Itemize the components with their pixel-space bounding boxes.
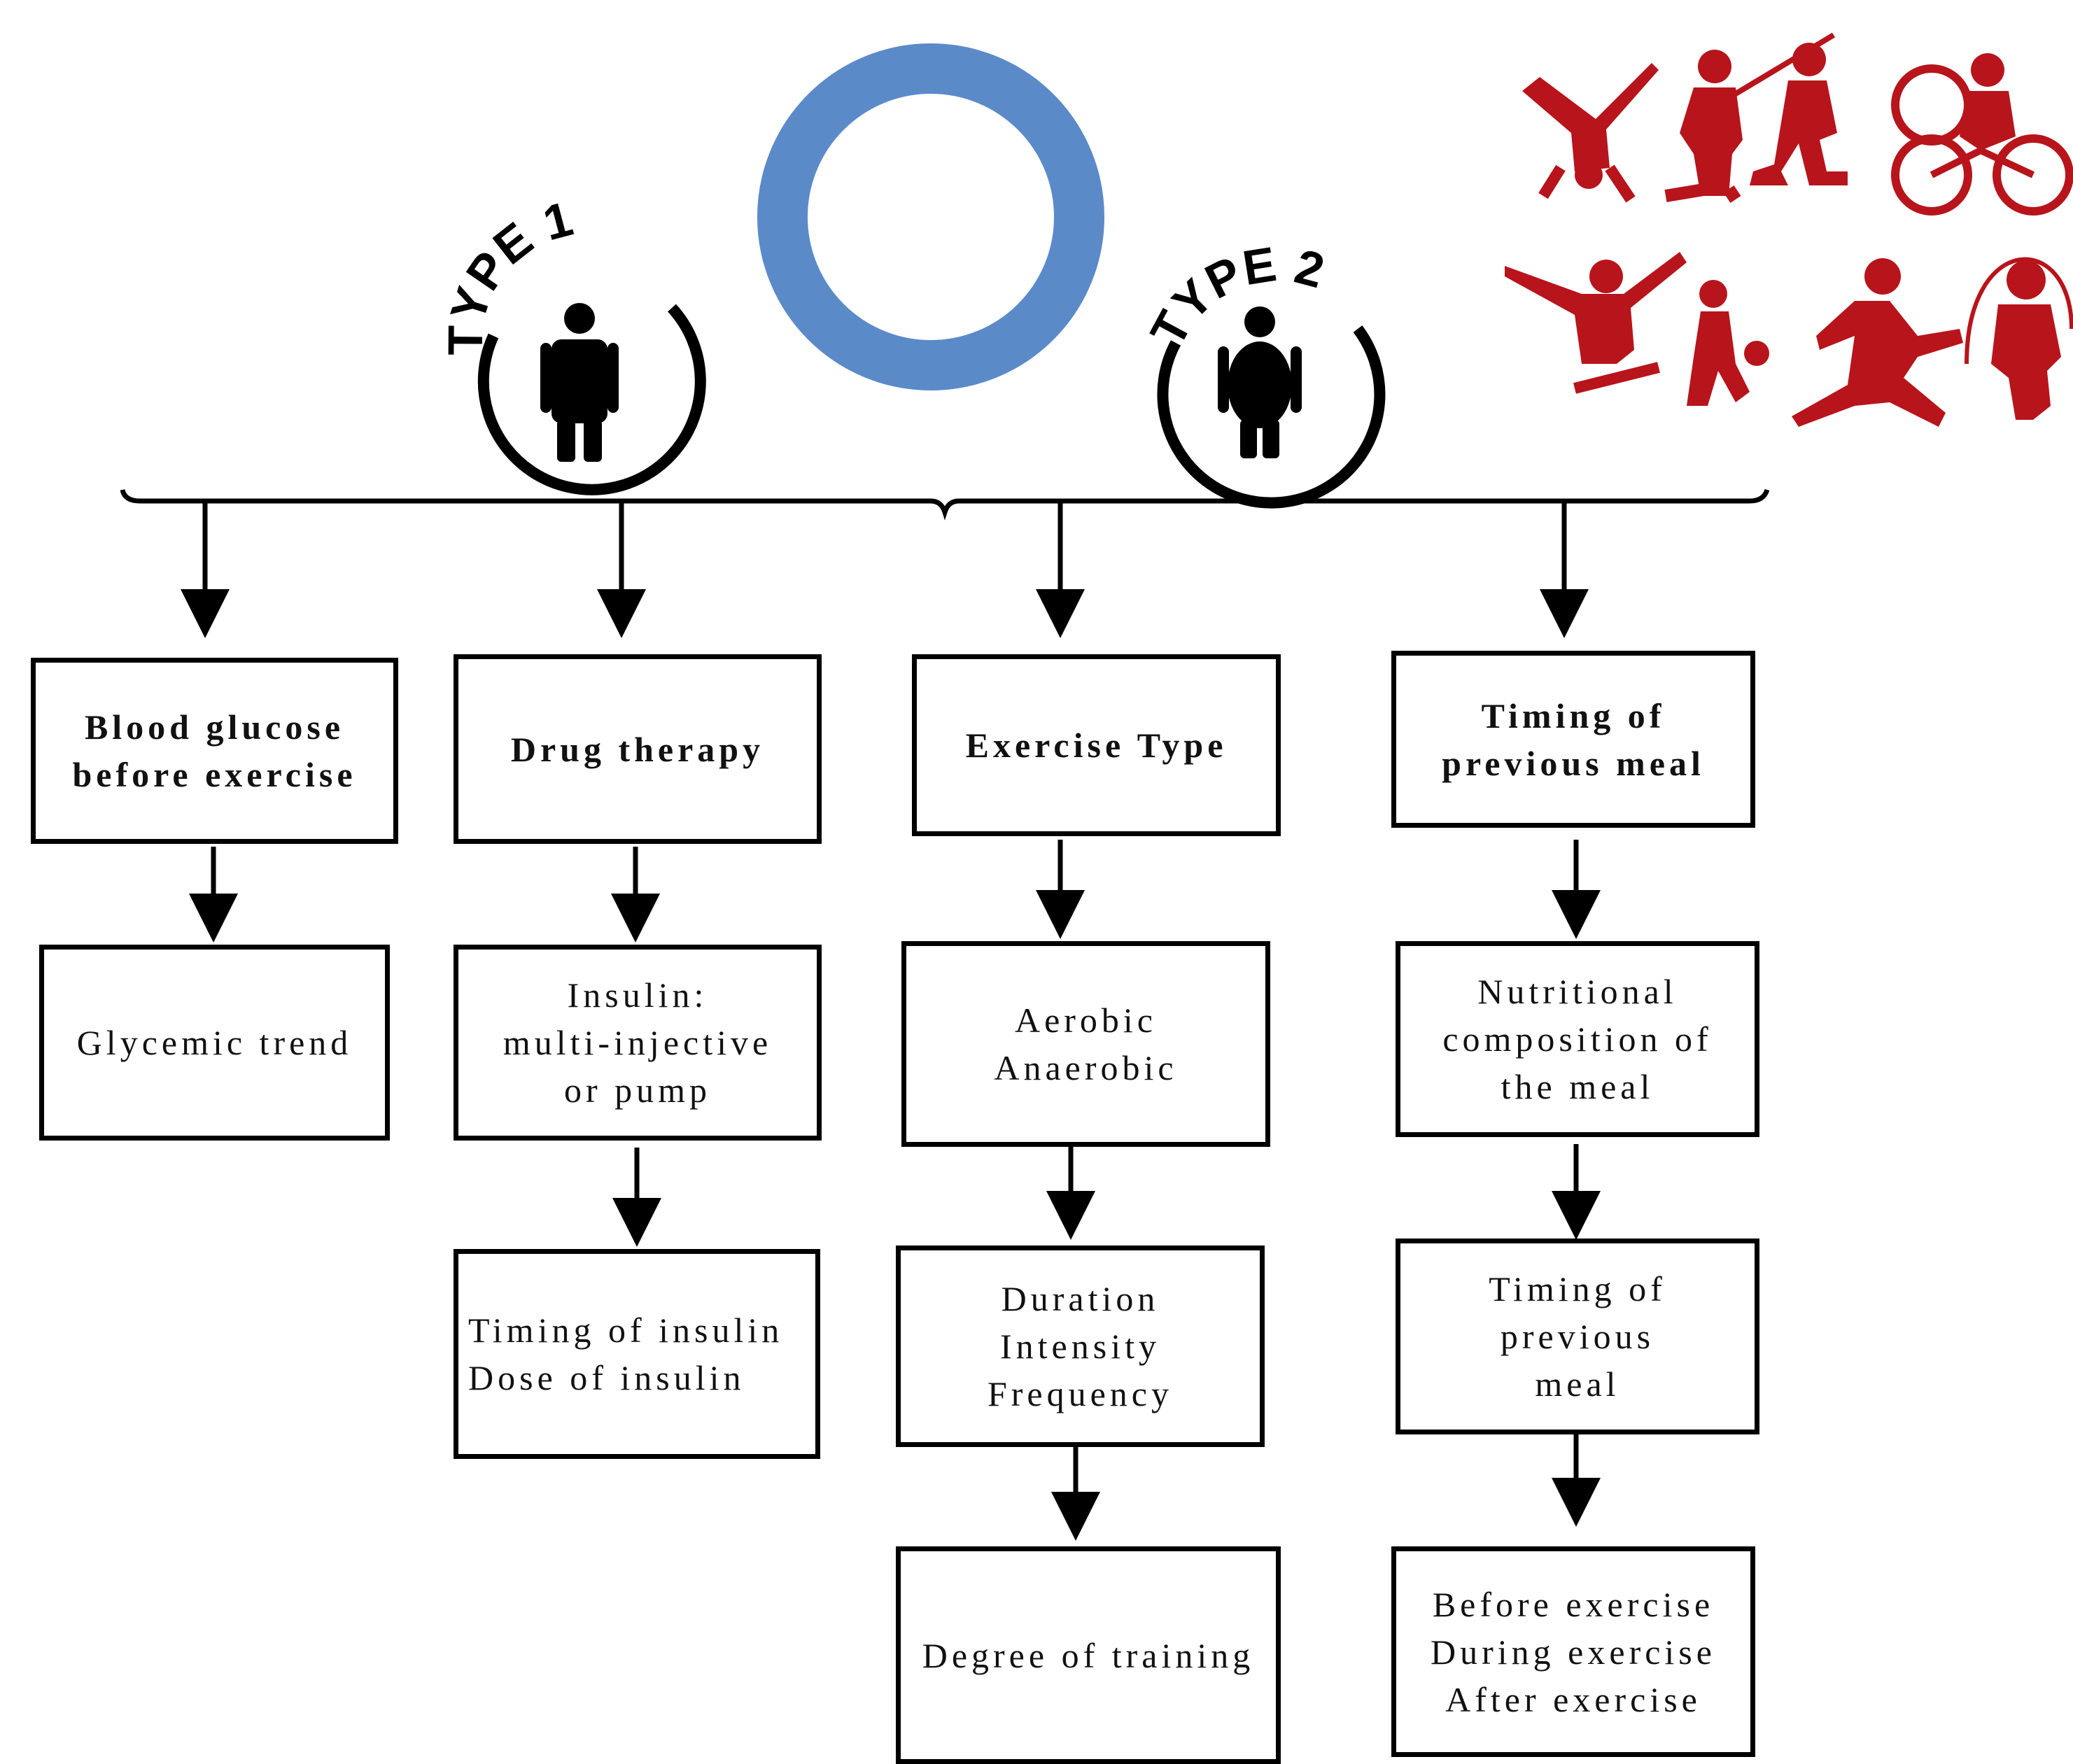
duration-intensity-label: Duration Intensity Frequency xyxy=(987,1279,1174,1413)
type2-badge: TYPE 2 xyxy=(1140,237,1386,509)
insulin-timing-box: Timing of insulin Dose of insulin xyxy=(454,1249,820,1459)
person-icon xyxy=(540,303,619,462)
drug-therapy-label: Drug therapy xyxy=(510,729,765,769)
glycemic-trend-label: Glycemic trend xyxy=(76,1023,353,1062)
blood-glucose-label: Blood glucose before exercise xyxy=(72,707,357,794)
cyclist-icon xyxy=(1891,53,2073,216)
exercise-phase-label: Before exercise During exercise After ex… xyxy=(1431,1584,1716,1719)
cartwheel-figure-icon xyxy=(1522,63,1659,203)
brace-line xyxy=(120,488,1770,521)
type1-badge: TYPE 1 xyxy=(438,191,706,495)
exercise-phase-box: Before exercise During exercise After ex… xyxy=(1391,1546,1755,1757)
blood-glucose-box: Blood glucose before exercise xyxy=(31,658,398,844)
timing-meal-box: Timing of previous meal xyxy=(1391,651,1755,828)
soccer-figure-icon xyxy=(1687,280,1769,406)
degree-training-label: Degree of training xyxy=(922,1635,1255,1675)
insulin-timing-label: Timing of insulin Dose of insulin xyxy=(468,1311,784,1397)
glycemic-trend-box: Glycemic trend xyxy=(39,945,390,1141)
drug-therapy-box: Drug therapy xyxy=(454,654,822,844)
insulin-delivery-box: Insulin: multi-injective or pump xyxy=(454,945,822,1141)
nutritional-composition-box: Nutritional composition of the meal xyxy=(1396,941,1759,1137)
person-icon xyxy=(1218,306,1302,458)
type1-badge-label: TYPE 1 xyxy=(438,191,578,355)
jump-rope-figure-icon xyxy=(1965,257,2073,420)
type2-badge-label: TYPE 2 xyxy=(1140,237,1330,355)
insulin-delivery-label: Insulin: multi-injective or pump xyxy=(503,975,773,1110)
javelin-figure-icon xyxy=(1664,32,1836,203)
nutritional-composition-label: Nutritional composition of the meal xyxy=(1442,972,1713,1106)
skater-figure-icon xyxy=(1750,43,1848,185)
timing-previous-meal-box: Timing of previous meal xyxy=(1396,1239,1759,1434)
degree-training-box: Degree of training xyxy=(896,1546,1281,1764)
timing-meal-label: Timing of previous meal xyxy=(1442,696,1705,783)
aerobic-anaerobic-label: Aerobic Anaerobic xyxy=(994,1001,1178,1087)
aerobic-anaerobic-box: Aerobic Anaerobic xyxy=(901,941,1270,1147)
timing-previous-meal-label: Timing of previous meal xyxy=(1489,1269,1666,1404)
activity-figures xyxy=(1505,32,2073,427)
type1-badge-ring xyxy=(477,304,706,495)
skateboard-figure-icon xyxy=(1505,252,1687,394)
exercise-type-label: Exercise Type xyxy=(965,726,1228,765)
runner-icon xyxy=(1792,258,1963,427)
exercise-type-box: Exercise Type xyxy=(912,654,1281,836)
duration-intensity-box: Duration Intensity Frequency xyxy=(896,1246,1265,1447)
blue-circle-icon xyxy=(757,43,1104,390)
